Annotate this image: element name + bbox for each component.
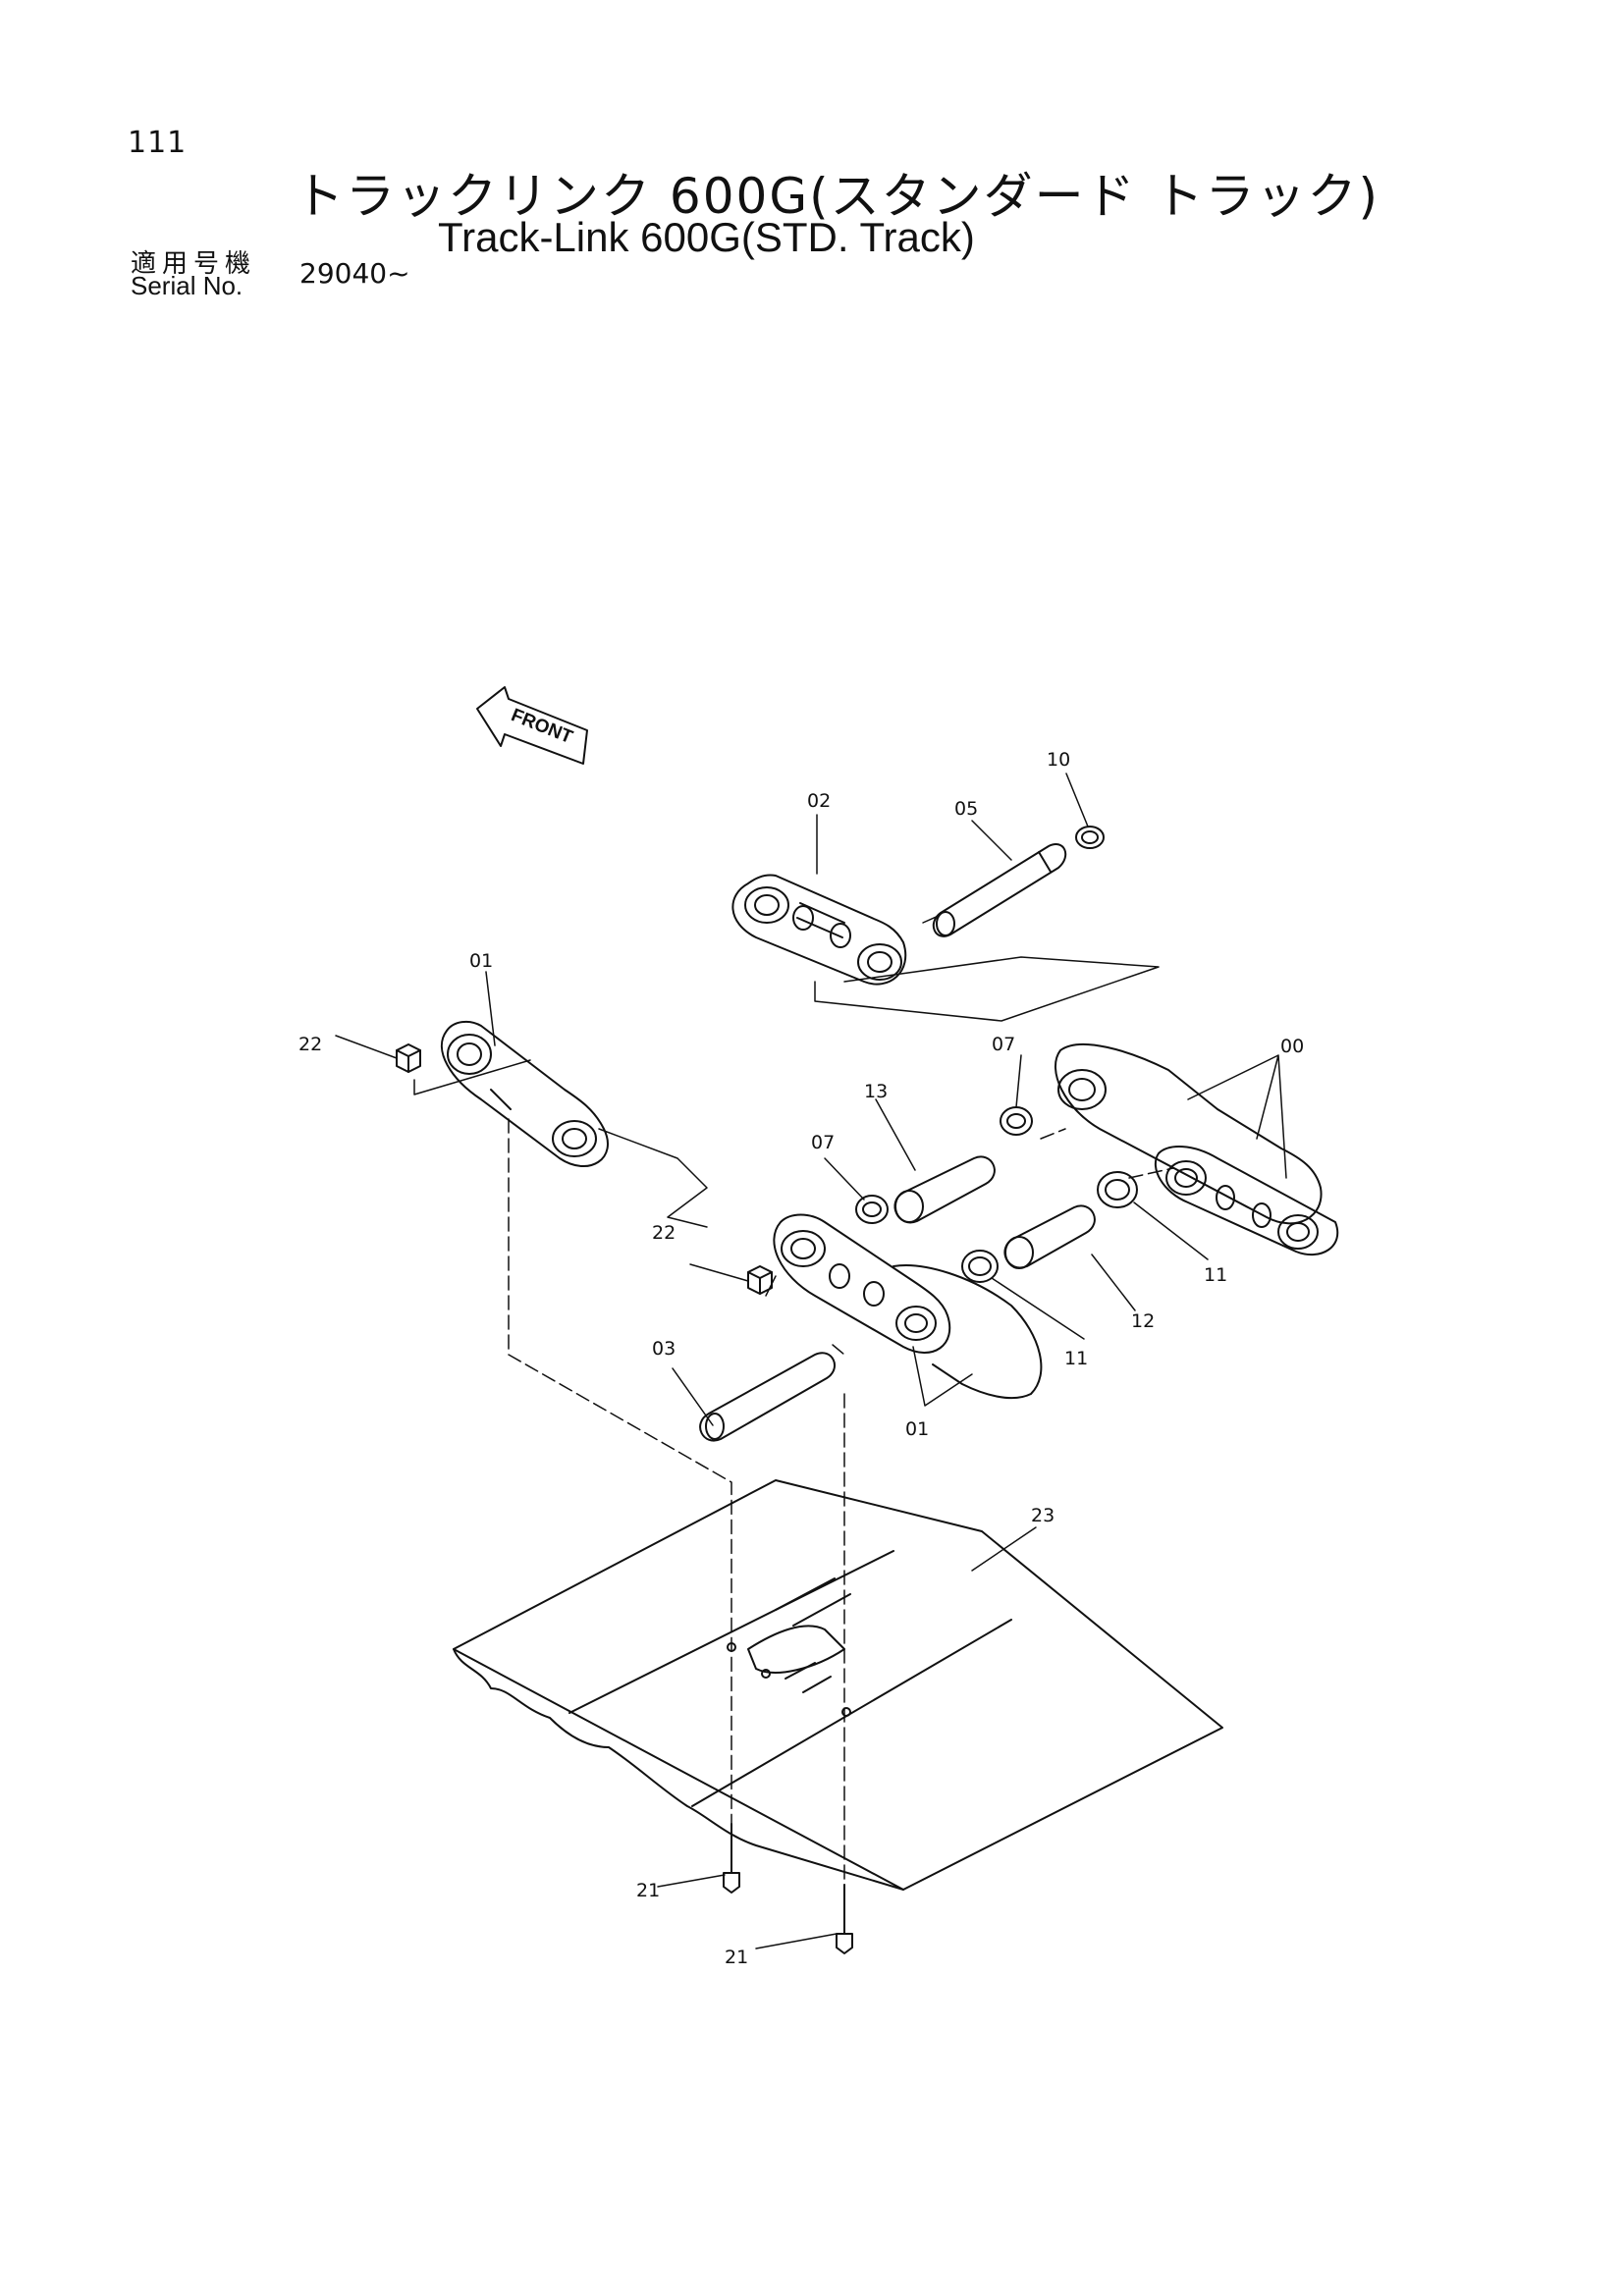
callout-22-lower: 22 (652, 1222, 676, 1244)
callout-13: 13 (864, 1081, 888, 1102)
front-arrow-icon: FRONT (476, 686, 588, 765)
track-link-01-lower (773, 1213, 1043, 1400)
callout-21-upper: 21 (636, 1880, 660, 1901)
spacer-07-lower (855, 1195, 889, 1224)
track-link-02 (731, 874, 907, 986)
pin-05 (932, 843, 1067, 937)
track-shoe-23 (453, 1479, 1223, 1891)
callout-05: 05 (954, 798, 978, 820)
alignment-centerlines (508, 914, 1174, 1896)
callout-11-right: 11 (1204, 1264, 1227, 1286)
snap-ring-10 (1075, 826, 1105, 849)
callout-07-upper: 07 (992, 1034, 1015, 1055)
callout-02: 02 (807, 790, 831, 812)
title-japanese: トラックリンク 600G(スタンダード トラック) (295, 168, 1380, 225)
callout-00: 00 (1280, 1036, 1304, 1057)
track-link-00 (1055, 1042, 1339, 1256)
callout-22-upper: 22 (298, 1034, 322, 1055)
leader-lines (335, 773, 1287, 1949)
bushing-13 (893, 1155, 996, 1224)
callout-03: 03 (652, 1338, 676, 1360)
pin-03 (699, 1352, 836, 1442)
seal-11-left (961, 1250, 999, 1283)
callout-23: 23 (1031, 1505, 1055, 1526)
bushing-12 (1003, 1204, 1096, 1269)
serial-number-range: 29040~ (299, 257, 410, 290)
track-link-01-upper (441, 1020, 609, 1168)
page-number: 111 (128, 126, 188, 160)
nut-22-upper (396, 1043, 421, 1073)
callout-01-upper: 01 (469, 950, 493, 972)
callout-12: 12 (1131, 1310, 1155, 1332)
serial-label-japanese: 適用号機 (131, 249, 257, 279)
title-english: Track-Link 600G(STD. Track) (438, 214, 975, 260)
seal-11-right (1097, 1171, 1138, 1208)
spacer-07-upper (1000, 1106, 1033, 1136)
callout-01-lower: 01 (905, 1418, 929, 1440)
callout-07-lower: 07 (811, 1132, 835, 1153)
serial-label-english: Serial No. (131, 271, 243, 300)
callout-11-left: 11 (1064, 1348, 1088, 1369)
callout-21-lower: 21 (725, 1947, 748, 1968)
assembly-phantom-lines (413, 956, 1160, 1297)
callout-labels: 00 01 01 02 03 05 07 07 10 11 11 12 13 2… (298, 749, 1304, 1968)
callout-10: 10 (1047, 749, 1070, 771)
nut-22-lower (747, 1265, 773, 1295)
bolt-21-upper (723, 1823, 740, 1894)
